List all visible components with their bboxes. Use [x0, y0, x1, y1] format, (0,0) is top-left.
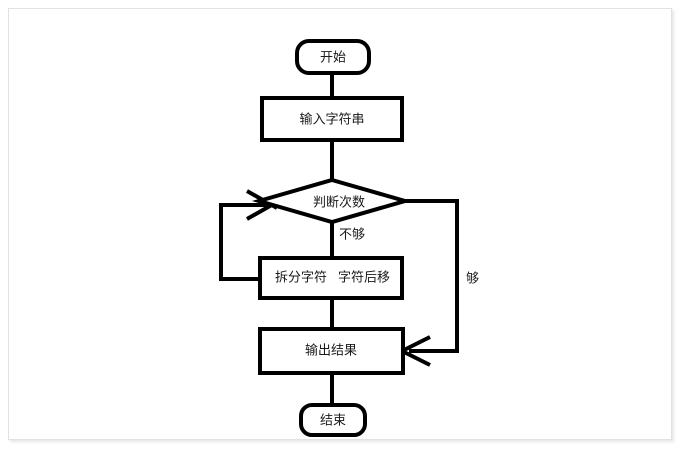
- input-shape: [260, 96, 404, 142]
- node-decide[interactable]: 判断次数: [251, 177, 413, 225]
- output-shape: [258, 327, 405, 375]
- diagram-canvas: 开始 输入字符串 判断次数 拆分字符 字符后移 输出结果 结束 不够: [8, 8, 672, 440]
- decide-shape: [251, 177, 413, 225]
- start-label: 开始: [320, 51, 346, 66]
- process-shape: [258, 256, 404, 300]
- edge-decide-to-output: [403, 199, 459, 353]
- edge-label-not-enough: 不够: [339, 228, 365, 243]
- input-label: 输入字符串: [299, 112, 364, 128]
- end-shape: [299, 403, 367, 437]
- decide-label: 判断次数: [313, 195, 365, 211]
- start-shape: [295, 39, 371, 75]
- node-end[interactable]: 结束: [299, 403, 367, 437]
- flowchart-svg: 开始 输入字符串 判断次数 拆分字符 字符后移 输出结果 结束 不够: [219, 39, 479, 437]
- arrowhead-to-output-icon: [401, 335, 431, 367]
- edge-label-enough: 够: [466, 272, 479, 287]
- node-process[interactable]: 拆分字符 字符后移: [258, 256, 404, 300]
- node-output[interactable]: 输出结果: [258, 327, 405, 375]
- edge-process-loop-back: [219, 203, 271, 281]
- output-label: 输出结果: [305, 343, 357, 359]
- process-label-right: 字符后移: [338, 270, 390, 286]
- node-start[interactable]: 开始: [295, 39, 371, 75]
- end-label: 结束: [320, 414, 346, 429]
- node-input[interactable]: 输入字符串: [260, 96, 404, 142]
- process-label-left: 拆分字符: [275, 270, 327, 286]
